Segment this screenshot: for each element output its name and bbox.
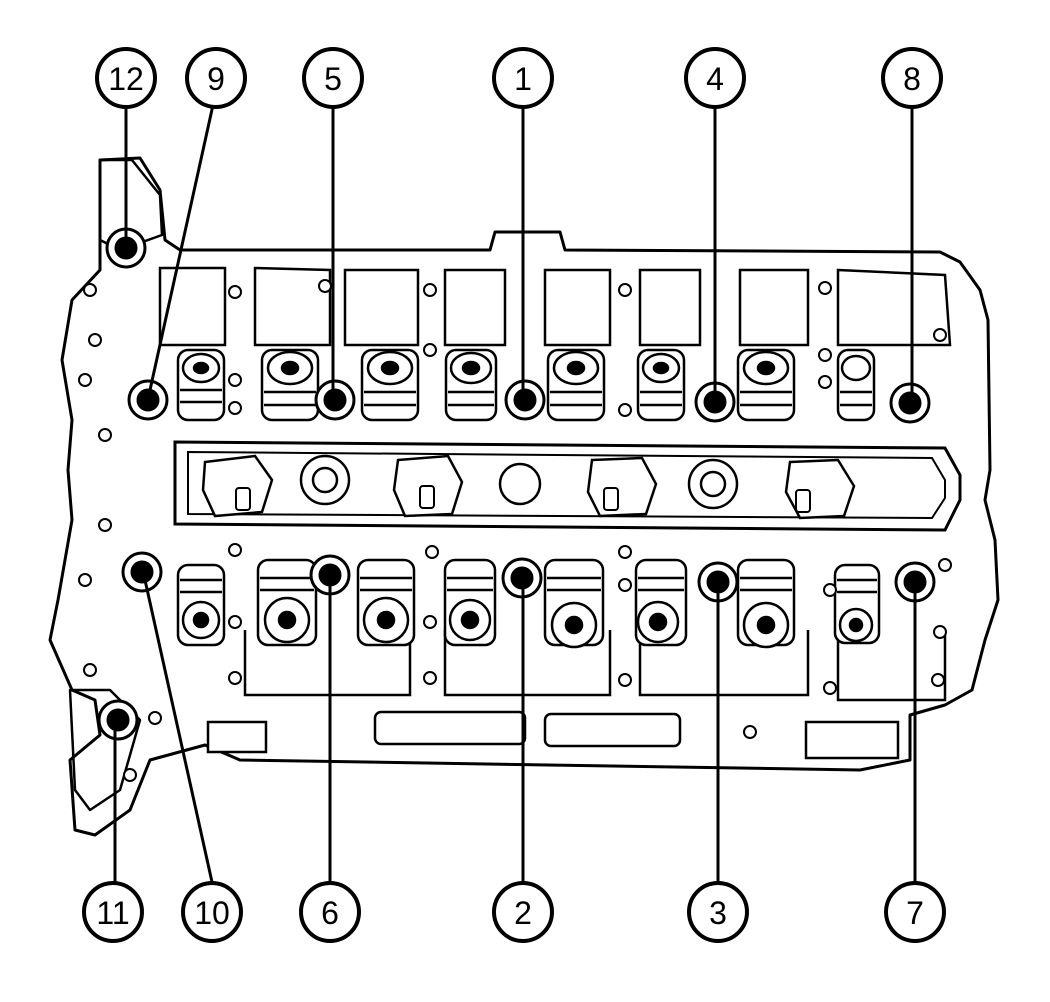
callout-label-3: 3 bbox=[709, 895, 727, 931]
callout-9: 9 bbox=[185, 47, 247, 109]
callout-label-10: 10 bbox=[194, 895, 230, 931]
callout-label-12: 12 bbox=[108, 61, 144, 97]
callout-10: 10 bbox=[181, 881, 243, 943]
callout-label-11: 11 bbox=[96, 895, 129, 931]
callout-label-1: 1 bbox=[514, 61, 532, 97]
leader-line-9 bbox=[148, 104, 215, 391]
callout-label-6: 6 bbox=[321, 895, 339, 931]
callout-label-8: 8 bbox=[903, 61, 921, 97]
upper-valve-springs bbox=[176, 348, 876, 422]
bolt-1 bbox=[504, 379, 546, 421]
callout-label-5: 5 bbox=[324, 61, 342, 97]
center-channel bbox=[173, 440, 962, 532]
bolt-10 bbox=[121, 551, 163, 593]
channel-ports bbox=[201, 454, 856, 520]
lower-slots bbox=[206, 710, 900, 760]
leader-lines bbox=[113, 104, 917, 883]
bolt-4 bbox=[694, 381, 736, 423]
callout-label-4: 4 bbox=[706, 61, 724, 97]
callout-11: 11 bbox=[82, 881, 144, 943]
callout-label-9: 9 bbox=[207, 61, 225, 97]
bolt-9 bbox=[127, 379, 169, 421]
callout-8: 8 bbox=[881, 47, 943, 109]
leader-line-10 bbox=[143, 579, 214, 883]
lower-valve-springs bbox=[176, 558, 881, 649]
bolt-5 bbox=[314, 379, 356, 421]
bolt-11 bbox=[97, 699, 139, 741]
callout-label-7: 7 bbox=[906, 895, 924, 931]
upper-cam-towers bbox=[158, 266, 952, 347]
callout-5: 5 bbox=[302, 47, 364, 109]
callout-label-2: 2 bbox=[514, 895, 532, 931]
callout-1: 1 bbox=[492, 47, 554, 109]
bolt-12 bbox=[105, 227, 147, 269]
callout-4: 4 bbox=[684, 47, 746, 109]
callout-12: 12 bbox=[95, 47, 157, 109]
mounting-holes bbox=[78, 279, 952, 782]
callout-3: 3 bbox=[687, 881, 749, 943]
callouts: 12 9 5 1 4 8 11 10 bbox=[82, 47, 946, 943]
callout-2: 2 bbox=[492, 881, 554, 943]
callout-6: 6 bbox=[299, 881, 361, 943]
callout-7: 7 bbox=[884, 881, 946, 943]
bolt-8 bbox=[889, 382, 931, 424]
